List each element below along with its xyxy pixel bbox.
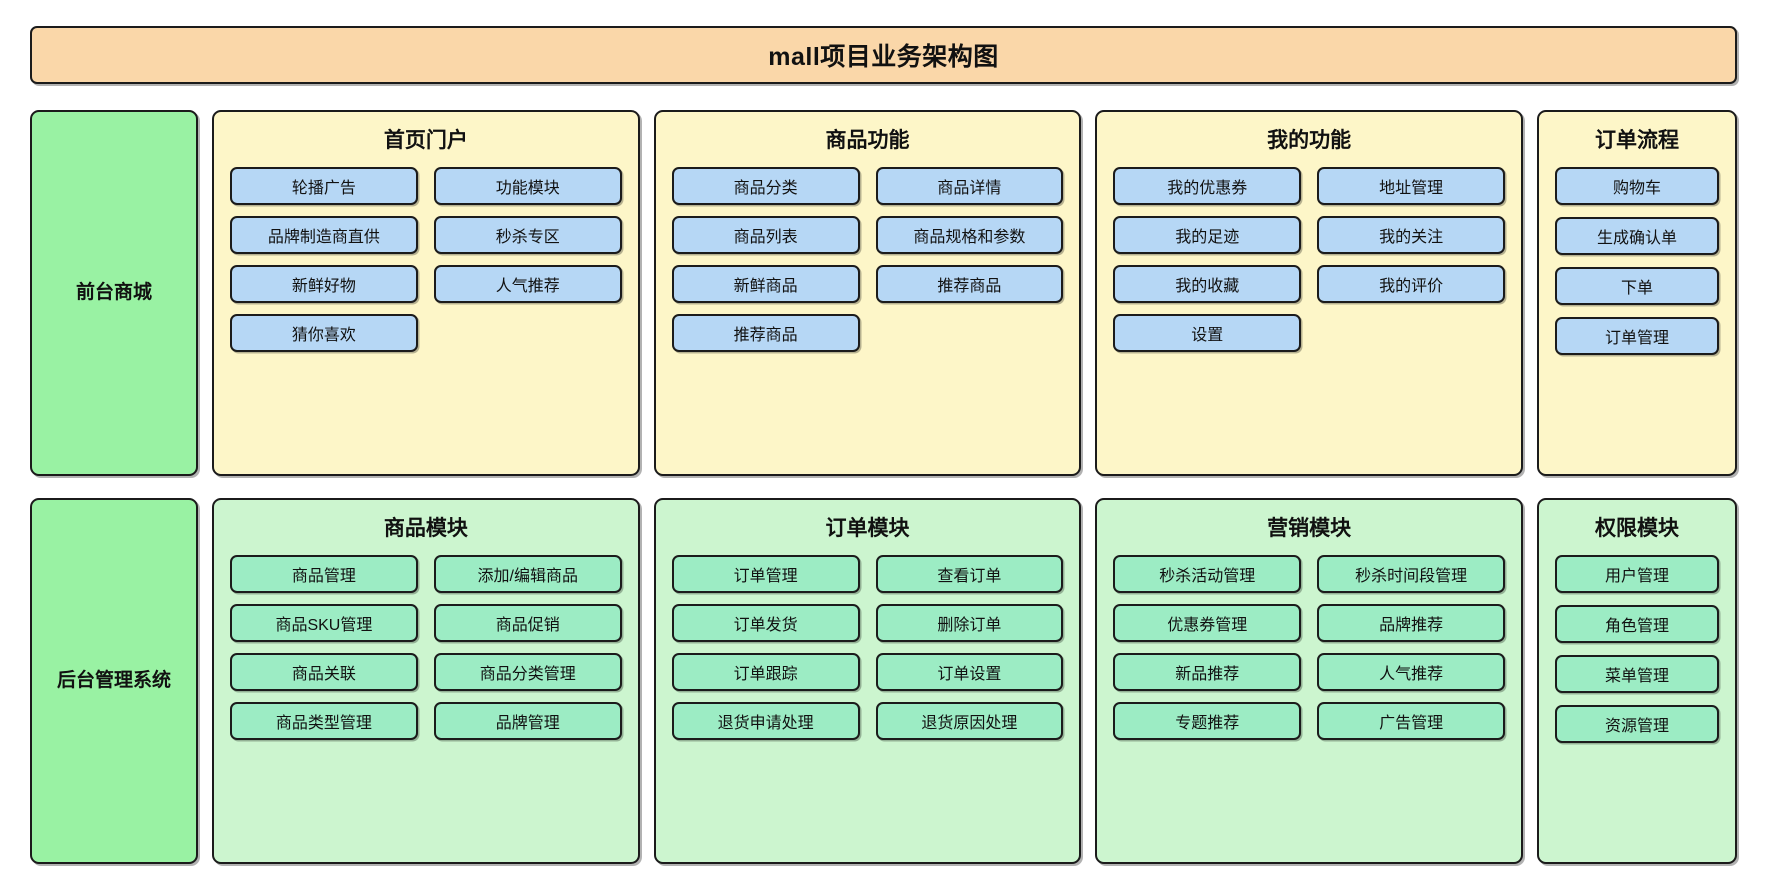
tier-groups-frontend: 首页门户 轮播广告 功能模块 品牌制造商直供 秒杀专区 新鲜好物 人气推荐 猜你…: [212, 110, 1738, 476]
node-item[interactable]: 轮播广告: [230, 167, 418, 205]
node-item[interactable]: 商品促销: [433, 604, 622, 642]
node-item[interactable]: 品牌制造商直供: [230, 216, 418, 254]
tier-groups-admin: 商品模块 商品管理 添加/编辑商品 商品SKU管理 商品促销 商品关联 商品分类…: [212, 498, 1738, 864]
node-item[interactable]: 功能模块: [433, 167, 622, 205]
group-items-permission-module: 用户管理 角色管理 菜单管理 资源管理: [1555, 555, 1720, 743]
node-item[interactable]: 推荐商品: [875, 265, 1064, 303]
node-item[interactable]: 资源管理: [1555, 705, 1720, 743]
node-item[interactable]: 商品分类: [671, 167, 860, 205]
group-items-marketing-module: 秒杀活动管理 秒杀时间段管理 优惠券管理 品牌推荐 新品推荐 人气推荐 专题推荐…: [1113, 555, 1506, 740]
tier-row-admin: 后台管理系统 商品模块 商品管理 添加/编辑商品 商品SKU管理 商品促销 商品…: [30, 498, 1738, 864]
node-item[interactable]: 商品类型管理: [230, 702, 418, 740]
node-item[interactable]: 菜单管理: [1555, 655, 1720, 693]
node-item[interactable]: 秒杀专区: [433, 216, 622, 254]
group-product-features: 商品功能 商品分类 商品详情 商品列表 商品规格和参数 新鲜商品 推荐商品 推荐…: [653, 110, 1082, 476]
node-item[interactable]: 退货原因处理: [875, 702, 1064, 740]
tier-row-frontend: 前台商城 首页门户 轮播广告 功能模块 品牌制造商直供 秒杀专区 新鲜好物 人气…: [30, 110, 1738, 476]
tier-label-admin: 后台管理系统: [30, 498, 198, 864]
node-item[interactable]: 地址管理: [1317, 167, 1506, 205]
node-item[interactable]: 商品关联: [230, 653, 418, 691]
node-item[interactable]: 广告管理: [1317, 702, 1506, 740]
diagram-title: mall项目业务架构图: [768, 43, 999, 71]
group-items-product-features: 商品分类 商品详情 商品列表 商品规格和参数 新鲜商品 推荐商品 推荐商品: [671, 167, 1064, 352]
node-item[interactable]: 我的优惠券: [1113, 167, 1302, 205]
node-item[interactable]: 我的关注: [1317, 216, 1506, 254]
node-item[interactable]: 新鲜好物: [230, 265, 418, 303]
node-item[interactable]: 新品推荐: [1113, 653, 1302, 691]
node-item[interactable]: 优惠券管理: [1113, 604, 1302, 642]
group-my-features: 我的功能 我的优惠券 地址管理 我的足迹 我的关注 我的收藏 我的评价 设置: [1095, 110, 1524, 476]
node-item[interactable]: 生成确认单: [1555, 217, 1720, 255]
node-item[interactable]: 我的评价: [1317, 265, 1506, 303]
node-item[interactable]: 专题推荐: [1113, 702, 1302, 740]
node-item[interactable]: 商品规格和参数: [875, 216, 1064, 254]
node-item[interactable]: 查看订单: [875, 555, 1064, 593]
node-item[interactable]: 订单管理: [671, 555, 860, 593]
node-item[interactable]: 角色管理: [1555, 605, 1720, 643]
node-item[interactable]: 人气推荐: [433, 265, 622, 303]
group-items-order-module: 订单管理 查看订单 订单发货 删除订单 订单跟踪 订单设置 退货申请处理 退货原…: [671, 555, 1064, 740]
group-items-my-features: 我的优惠券 地址管理 我的足迹 我的关注 我的收藏 我的评价 设置: [1113, 167, 1506, 352]
group-order-module: 订单模块 订单管理 查看订单 订单发货 删除订单 订单跟踪 订单设置 退货申请处…: [653, 498, 1082, 864]
node-item[interactable]: 购物车: [1555, 167, 1720, 205]
node-item[interactable]: 商品SKU管理: [230, 604, 418, 642]
group-title-home-portal: 首页门户: [383, 129, 468, 152]
node-item[interactable]: 秒杀时间段管理: [1317, 555, 1506, 593]
node-item[interactable]: 商品管理: [230, 555, 418, 593]
node-item[interactable]: 退货申请处理: [671, 702, 860, 740]
group-title-order-flow: 订单流程: [1595, 129, 1680, 152]
group-title-product-module: 商品模块: [383, 517, 468, 540]
node-item[interactable]: 我的足迹: [1113, 216, 1302, 254]
group-items-home-portal: 轮播广告 功能模块 品牌制造商直供 秒杀专区 新鲜好物 人气推荐 猜你喜欢: [230, 167, 622, 352]
group-permission-module: 权限模块 用户管理 角色管理 菜单管理 资源管理: [1537, 498, 1738, 864]
group-title-my-features: 我的功能: [1267, 129, 1352, 152]
node-item[interactable]: 订单跟踪: [671, 653, 860, 691]
group-home-portal: 首页门户 轮播广告 功能模块 品牌制造商直供 秒杀专区 新鲜好物 人气推荐 猜你…: [212, 110, 640, 476]
node-item[interactable]: 商品详情: [875, 167, 1064, 205]
group-title-marketing-module: 营销模块: [1267, 517, 1352, 540]
node-item[interactable]: 品牌管理: [433, 702, 622, 740]
group-title-order-module: 订单模块: [825, 517, 910, 540]
node-item[interactable]: 下单: [1555, 267, 1720, 305]
node-item[interactable]: 设置: [1113, 314, 1302, 352]
node-item[interactable]: 推荐商品: [671, 314, 860, 352]
node-item[interactable]: 用户管理: [1555, 555, 1720, 593]
group-title-permission-module: 权限模块: [1595, 517, 1680, 540]
node-item[interactable]: 添加/编辑商品: [433, 555, 622, 593]
node-item[interactable]: 订单发货: [671, 604, 860, 642]
tier-label-admin-text: 后台管理系统: [56, 669, 171, 691]
group-marketing-module: 营销模块 秒杀活动管理 秒杀时间段管理 优惠券管理 品牌推荐 新品推荐 人气推荐…: [1095, 498, 1524, 864]
diagram-title-banner: mall项目业务架构图: [30, 26, 1737, 84]
node-item[interactable]: 新鲜商品: [671, 265, 860, 303]
group-order-flow: 订单流程 购物车 生成确认单 下单 订单管理: [1537, 110, 1738, 476]
node-item[interactable]: 品牌推荐: [1317, 604, 1506, 642]
node-item[interactable]: 商品分类管理: [433, 653, 622, 691]
node-item[interactable]: 商品列表: [671, 216, 860, 254]
group-items-product-module: 商品管理 添加/编辑商品 商品SKU管理 商品促销 商品关联 商品分类管理 商品…: [230, 555, 622, 740]
group-product-module: 商品模块 商品管理 添加/编辑商品 商品SKU管理 商品促销 商品关联 商品分类…: [212, 498, 640, 864]
node-item[interactable]: 人气推荐: [1317, 653, 1506, 691]
node-item[interactable]: 我的收藏: [1113, 265, 1302, 303]
node-item[interactable]: 订单设置: [875, 653, 1064, 691]
group-items-order-flow: 购物车 生成确认单 下单 订单管理: [1555, 167, 1720, 355]
node-item[interactable]: 猜你喜欢: [230, 314, 418, 352]
group-title-product-features: 商品功能: [825, 129, 910, 152]
node-item[interactable]: 删除订单: [875, 604, 1064, 642]
node-item[interactable]: 订单管理: [1555, 317, 1720, 355]
tier-label-frontend: 前台商城: [30, 110, 198, 476]
tier-label-frontend-text: 前台商城: [75, 281, 152, 303]
node-item[interactable]: 秒杀活动管理: [1113, 555, 1302, 593]
